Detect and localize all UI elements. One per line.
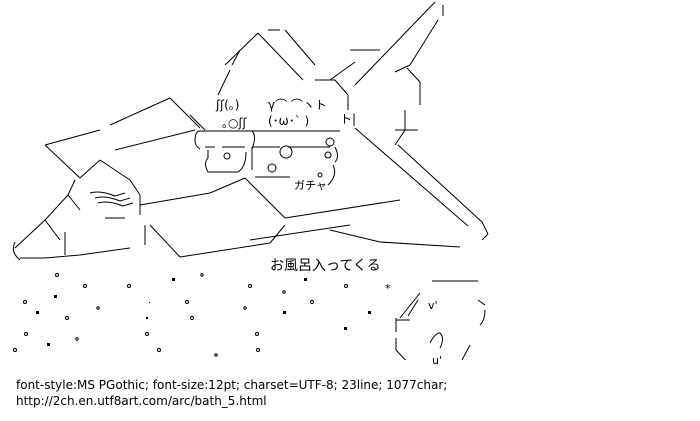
tub-mark: ト| bbox=[340, 112, 357, 126]
wing-shape bbox=[329, 1, 444, 146]
source-url: http://2ch.en.utf8art.com/arc/bath_5.htm… bbox=[16, 394, 267, 408]
ascii-art-bath-scene bbox=[12, 1, 489, 360]
ripples bbox=[89, 191, 134, 219]
diagonal-pole bbox=[354, 127, 489, 241]
sound-effect-gacha: ガチャ bbox=[294, 179, 327, 192]
bathtub bbox=[194, 130, 340, 186]
meta-info-line: font-style:MS PGothic; font-size:12pt; c… bbox=[16, 378, 448, 392]
face-top: γ⌒ ⌒ヽト bbox=[268, 98, 327, 112]
mountain-shape bbox=[217, 29, 349, 110]
steam-top: ʃʃ(｡) bbox=[216, 98, 240, 112]
asterisk-star: * bbox=[385, 282, 391, 295]
moon-face bbox=[395, 280, 486, 360]
moon-eye: v' bbox=[428, 299, 438, 312]
star-field bbox=[36, 278, 371, 346]
left-hills bbox=[12, 97, 461, 261]
caption-ofuro: お風呂入ってくる bbox=[270, 258, 381, 274]
steam-bottom: ｡○ʃʃ bbox=[222, 116, 247, 130]
kaomoji-face: (･ω･` ) bbox=[268, 114, 310, 128]
moon-mouth: u' bbox=[432, 354, 442, 367]
bubble-dots bbox=[13, 273, 348, 357]
